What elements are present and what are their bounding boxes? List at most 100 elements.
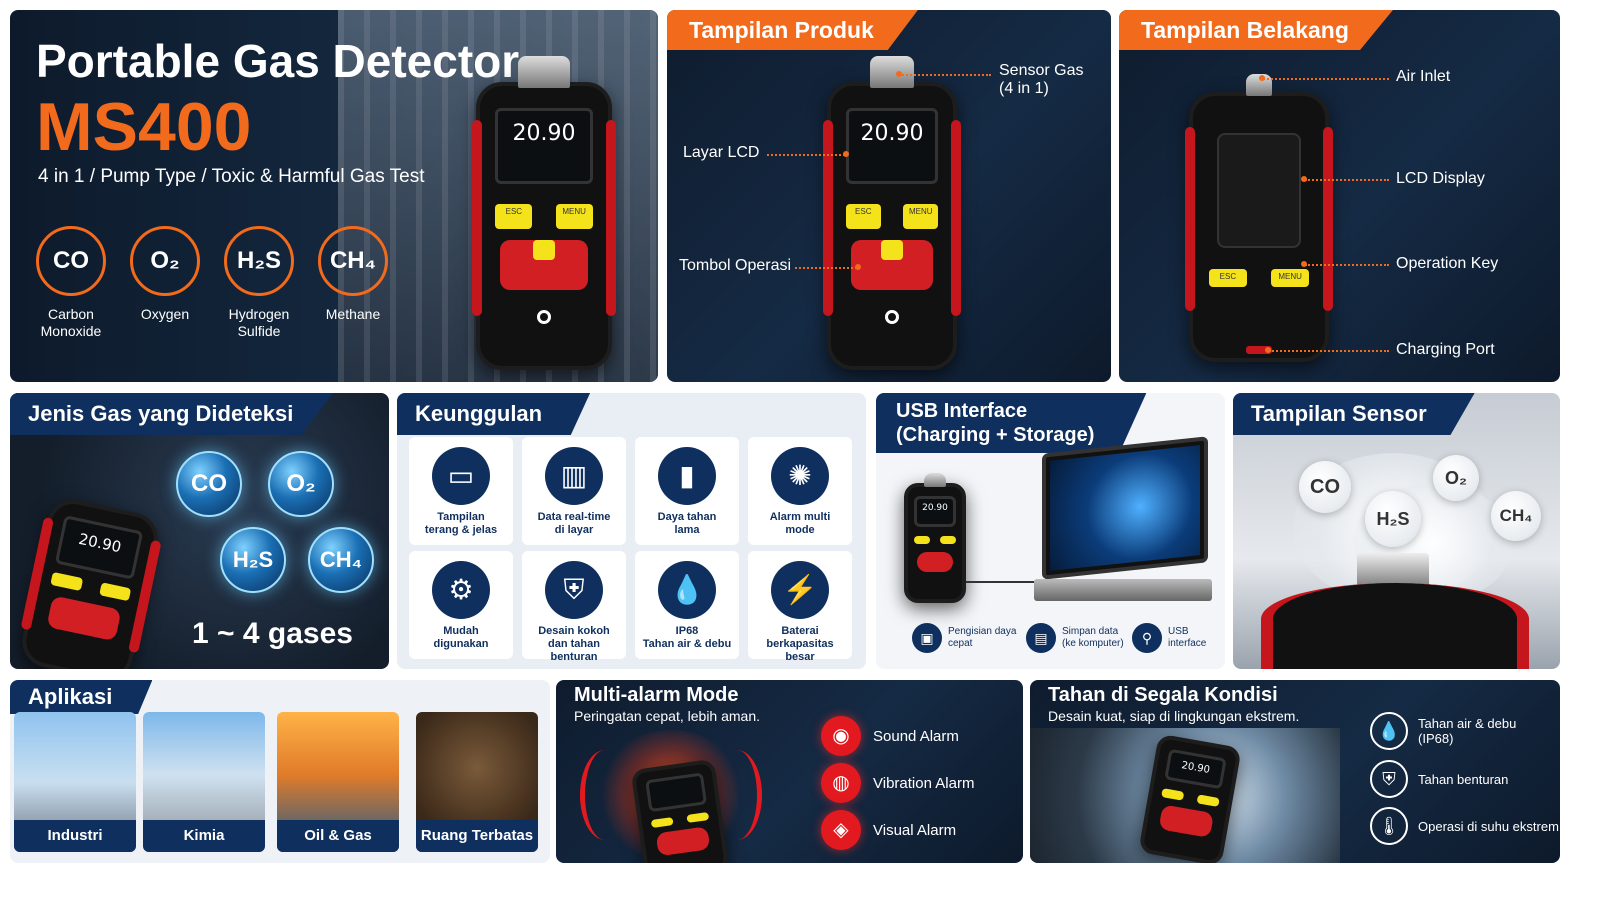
back-cover [1216,132,1302,248]
alarm-visual: ◈Visual Alarm [821,810,956,850]
esc-key: ESC [845,203,881,229]
gas-name-co: Carbon Monoxide [40,306,102,339]
device-screen: 20.90 [55,515,143,580]
gas-ring-o2: O₂ [130,226,200,296]
usb-icon: ⚲ [1132,623,1162,653]
conditions-subtitle: Desain kuat, siap di lingkungan ekstrem. [1048,708,1300,724]
callout-operation-key: Operation Key [1396,255,1499,272]
callout-sensor-gas: Sensor Gas (4 in 1) [999,62,1084,97]
feature-card: ▮Daya tahan lama [635,437,739,545]
gas-name-h2s: Hydrogen Sulfide [228,306,290,339]
shield-icon: ⛨ [1370,760,1408,798]
front-view-panel: Tampilan Produk 20.90 ESC MENU Sensor Gas… [667,10,1111,382]
app-oil-gas: Oil & Gas [277,712,399,852]
alarm-sound: ◉Sound Alarm [821,716,959,756]
feature-card: ▥Data real-time di layar [522,437,626,545]
callout-lcd: Layar LCD [683,144,760,161]
sensor-view-panel: Tampilan Sensor CO O₂ H₂S CH₄ [1233,393,1560,669]
usb-feature-charging: ▣Pengisian daya cepat [912,623,1016,653]
bubble-o2: O₂ [268,451,334,517]
callout-air-inlet: Air Inlet [1396,68,1451,85]
water-drop-icon: 💧 [658,561,716,619]
alarm-light-icon: ✺ [771,447,829,505]
alarm-wave-left [580,750,630,840]
front-device: 20.90 ESC MENU [823,56,961,370]
charging-icon: ▣ [912,623,942,653]
sensor-bubble-h2s: H₂S [1365,491,1421,547]
sensor-view-title: Tampilan Sensor [1233,393,1475,435]
usb-device: 20.90 [904,473,966,603]
usb-title: USB Interface (Charging + Storage) [876,393,1147,453]
battery-icon: ▮ [658,447,716,505]
conditions-panel: Tahan di Segala Kondisi Desain kuat, sia… [1030,680,1560,863]
sensor-bubble-ch4: CH₄ [1491,491,1541,541]
gas-types-title: Jenis Gas yang Dideteksi [10,393,334,435]
usb-feature-usb: ⚲USB interface [1132,623,1206,653]
callout-buttons: Tombol Operasi [679,257,792,274]
condition-temperature: 🌡Operasi di suhu ekstrem [1370,807,1559,845]
bubble-ch4: CH₄ [308,527,374,593]
gas-ring-co: CO [36,226,106,296]
gas-name-o2: Oxygen [140,306,190,322]
vibration-icon: ◍ [821,763,861,803]
advantages-panel: Keunggulan ▭Tampilan terang & jelas ▥Dat… [397,393,866,669]
applications-panel: Aplikasi Industri Kimia Oil & Gas Ruang … [10,680,550,863]
back-view-title: Tampilan Belakang [1119,10,1393,50]
shield-icon: ⛨ [545,561,603,619]
chart-icon: ▥ [545,447,603,505]
gas-ring-ch4: CH₄ [318,226,388,296]
advantages-title: Keunggulan [397,393,591,435]
device-reading: 20.90 [860,121,924,147]
app-industry: Industri [14,712,136,852]
menu-key: MENU [555,203,593,229]
thermometer-icon: 🌡 [1370,807,1408,845]
laptop-screen [1042,436,1208,580]
device-reading: 20.90 [512,121,576,147]
light-icon: ◈ [821,810,861,850]
callout-lcd-display: LCD Display [1396,170,1485,187]
gas-types-panel: Jenis Gas yang Dideteksi CO O₂ H₂S CH₄ 2… [10,393,389,669]
monitor-icon: ▭ [432,447,490,505]
alarm-device [630,758,730,863]
alarm-wave-right [712,750,762,840]
menu-key: MENU [903,203,939,229]
hero-subtitle: 4 in 1 / Pump Type / Toxic & Harmful Gas… [38,166,425,187]
feature-card: 💧IP68 Tahan air & debu [635,551,739,659]
hero-device: 20.90 ESC MENU [472,56,616,370]
gear-icon: ⚙ [432,561,490,619]
sensor-bubble-o2: O₂ [1433,455,1479,501]
condition-shockproof: ⛨Tahan benturan [1370,760,1508,798]
usb-feature-data: ▤Simpan data (ke komputer) [1026,623,1124,653]
water-drop-icon: 💧 [1370,712,1408,750]
siren-icon: ◉ [821,716,861,756]
bubble-co: CO [176,451,242,517]
conditions-title: Tahan di Segala Kondisi [1048,684,1278,706]
usb-panel: USB Interface (Charging + Storage) 20.90… [876,393,1225,669]
app-chemical: Kimia [143,712,265,852]
alarm-vibration: ◍Vibration Alarm [821,763,974,803]
applications-title: Aplikasi [10,680,153,714]
usb-cable [966,581,1046,583]
charging-port [1245,346,1273,354]
gas-name-ch4: Methane [325,306,381,322]
feature-card: ⚙Mudah digunakan [409,551,513,659]
feature-card: ⚡Baterai berkapasitas besar [748,551,852,663]
power-button [881,240,903,260]
esc-key: ESC [495,203,533,229]
multi-alarm-panel: Multi-alarm Mode Peringatan cepat, lebih… [556,680,1023,863]
front-view-title: Tampilan Produk [667,10,918,50]
hero-panel: Portable Gas Detector MS400 4 in 1 / Pum… [10,10,658,382]
sensor-bubble-co: CO [1299,461,1351,513]
feature-card: ▭Tampilan terang & jelas [409,437,513,545]
feature-card: ⛨Desain kokoh dan tahan benturan [522,551,626,663]
app-confined-space: Ruang Terbatas [416,712,538,852]
sensor-body [1261,583,1529,669]
battery-charge-icon: ⚡ [771,561,829,619]
sensor-cap [870,56,914,88]
gas-count: 1 ~ 4 gases [192,617,353,650]
hero-model: MS400 [36,89,252,165]
feature-card: ✺Alarm multi mode [748,437,852,545]
device-screen: 20.90 [845,108,939,184]
